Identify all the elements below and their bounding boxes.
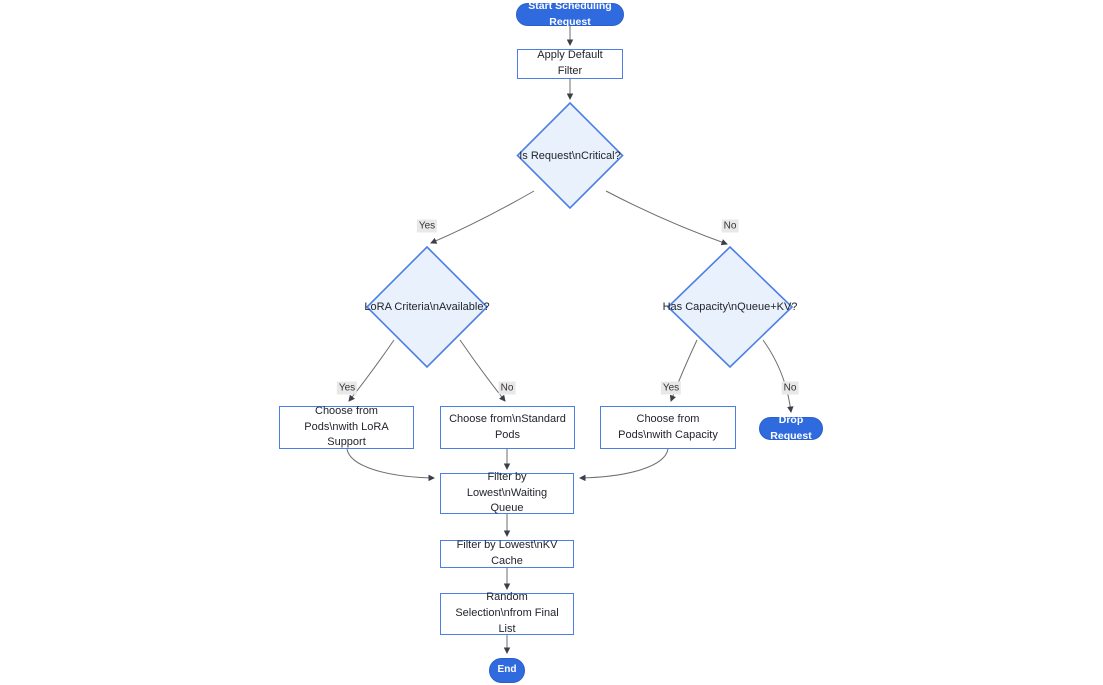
- node-drop-request: Drop Request: [759, 414, 823, 442]
- edge-label-critical-no: No: [721, 219, 739, 233]
- decision-has-capacity: Has Capacity\nQueue+KV?: [662, 301, 798, 313]
- edge-critical-yes: [430, 190, 535, 244]
- edge-label-capacity-no: No: [781, 381, 799, 395]
- edge-capacity-yes: [669, 339, 698, 402]
- node-start: Start Scheduling Request: [516, 0, 624, 28]
- decision-diamond-capacity: [666, 245, 794, 369]
- edge-label-lora-yes: Yes: [336, 381, 358, 395]
- edge-critical-no: [605, 190, 728, 246]
- node-end: End: [489, 658, 525, 683]
- node-filter-lowest-kv-cache: Filter by Lowest\nKV Cache: [440, 539, 574, 568]
- edge-capacity-no: [762, 339, 794, 413]
- node-apply-default-filter: Apply Default Filter: [517, 49, 623, 79]
- edge-label-lora-no: No: [498, 381, 516, 395]
- edge-lora-yes: [348, 339, 395, 402]
- edge-chooselora-filter: [346, 448, 435, 482]
- node-choose-standard-pods: Choose from\nStandard Pods: [440, 406, 575, 449]
- edge-label-critical-yes: Yes: [416, 219, 438, 233]
- decision-lora-criteria-available: LoRA Criteria\nAvailable?: [364, 301, 490, 313]
- decision-is-request-critical: Is Request\nCritical?: [519, 150, 621, 162]
- node-choose-pods-lora-support: Choose from Pods\nwith LoRA Support: [279, 405, 414, 449]
- node-choose-pods-capacity: Choose from Pods\nwith Capacity: [600, 406, 736, 449]
- node-random-selection-final-list: Random Selection\nfrom Final List: [440, 591, 574, 635]
- decision-diamond-lora: [365, 245, 489, 369]
- decision-diamond-is-critical: [516, 101, 624, 210]
- edge-choosecap-filter: [579, 448, 669, 482]
- edge-lora-no: [459, 339, 506, 402]
- node-filter-lowest-waiting-queue: Filter by Lowest\nWaiting Queue: [440, 471, 574, 514]
- edge-label-capacity-yes: Yes: [660, 381, 682, 395]
